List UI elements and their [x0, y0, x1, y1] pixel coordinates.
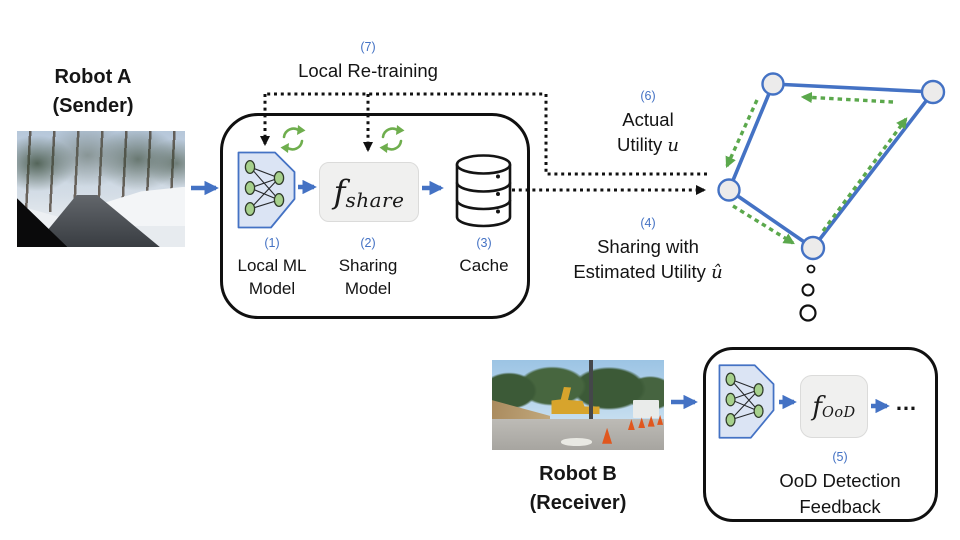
robot-b-role: (Receiver): [529, 492, 627, 514]
f-share-symbol: f: [333, 173, 346, 211]
network-node: [717, 178, 741, 202]
robot-b-name: Robot B: [539, 463, 617, 485]
f-ood-symbol: f: [812, 391, 822, 422]
traffic-cone: [647, 415, 655, 427]
actual-utility-label: (6) Actual Utility u: [588, 89, 708, 158]
robot-network-graph: [717, 72, 946, 322]
traffic-cone: [657, 414, 664, 425]
robot-a-name: Robot A: [54, 66, 132, 88]
traffic-cone: [638, 417, 646, 429]
actual-utility-line1: Actual: [622, 109, 674, 130]
neural-network-icon: [237, 151, 296, 229]
robot-a-title: Robot A (Sender): [23, 63, 163, 121]
green-arrow-right: [821, 117, 908, 233]
continuation-ellipsis: …: [895, 390, 917, 415]
robot-a-camera-image: [17, 131, 185, 247]
step-2-number: (2): [360, 236, 376, 250]
photo-road-marking: [560, 438, 592, 446]
ood-detection-feedback-text: OoD Detection Feedback: [779, 470, 901, 517]
f-share-subscript: share: [345, 188, 405, 212]
local-retraining-label: (7) Local Re-training: [288, 40, 448, 83]
local-ml-model-text: Local ML Model: [237, 256, 307, 298]
step-4-number: (4): [640, 216, 656, 230]
green-arrow-top: [800, 91, 894, 104]
cache-label: (3) Cache: [445, 236, 523, 277]
local-retraining-text: Local Re-training: [298, 60, 438, 81]
sharing-utility-words: Estimated Utility: [573, 261, 706, 282]
retrain-cycle-icon: [280, 125, 306, 153]
robot-b-camera-image: [492, 360, 664, 450]
network-nodes: [717, 72, 946, 261]
step-1-number: (1): [264, 236, 280, 250]
sharing-model-label: (2) Sharing Model: [334, 236, 402, 300]
retrain-cycle-icon: [379, 125, 405, 153]
ood-detection-feedback-label: (5) OoD Detection Feedback: [768, 450, 912, 520]
network-node: [920, 79, 946, 105]
step-6-number: (6): [640, 89, 656, 103]
step-5-number: (5): [832, 450, 848, 464]
network-edges: [727, 82, 935, 250]
network-node: [800, 235, 826, 261]
step-3-number: (3): [476, 236, 492, 250]
traffic-cone: [602, 427, 613, 444]
actual-utility-line2: Utility u: [588, 132, 708, 158]
photo-truck: [633, 399, 659, 418]
sharing-utility-line2: Estimated Utility û: [553, 259, 743, 285]
local-ml-model-label: (1) Local ML Model: [233, 236, 311, 300]
photo-utility-pole: [589, 360, 594, 432]
sharing-model-text: Sharing Model: [338, 256, 398, 298]
utility-flow-arrows: [725, 91, 908, 245]
cache-text: Cache: [459, 256, 509, 275]
expansion-dots: [799, 264, 817, 322]
network-node: [761, 72, 785, 96]
receiver-pipeline-box: [703, 347, 938, 522]
traffic-cone: [627, 419, 635, 431]
sharing-utility-line1: Sharing with: [597, 236, 699, 257]
step-7-number: (7): [360, 40, 376, 54]
robot-b-title: Robot B (Receiver): [508, 460, 648, 518]
cache-database-icon: [455, 154, 512, 228]
nn-neurons: [725, 372, 764, 427]
green-arrow-left: [725, 99, 759, 169]
neural-network-icon: [718, 364, 775, 439]
utility-variable: u: [667, 135, 679, 156]
actual-utility-word: Utility: [617, 134, 663, 155]
estimated-utility-variable: û: [711, 262, 723, 283]
f-ood-subscript: OoD: [821, 404, 856, 421]
robot-a-role: (Sender): [52, 95, 134, 117]
sharing-estimated-utility-label: (4) Sharing with Estimated Utility û: [553, 216, 743, 285]
